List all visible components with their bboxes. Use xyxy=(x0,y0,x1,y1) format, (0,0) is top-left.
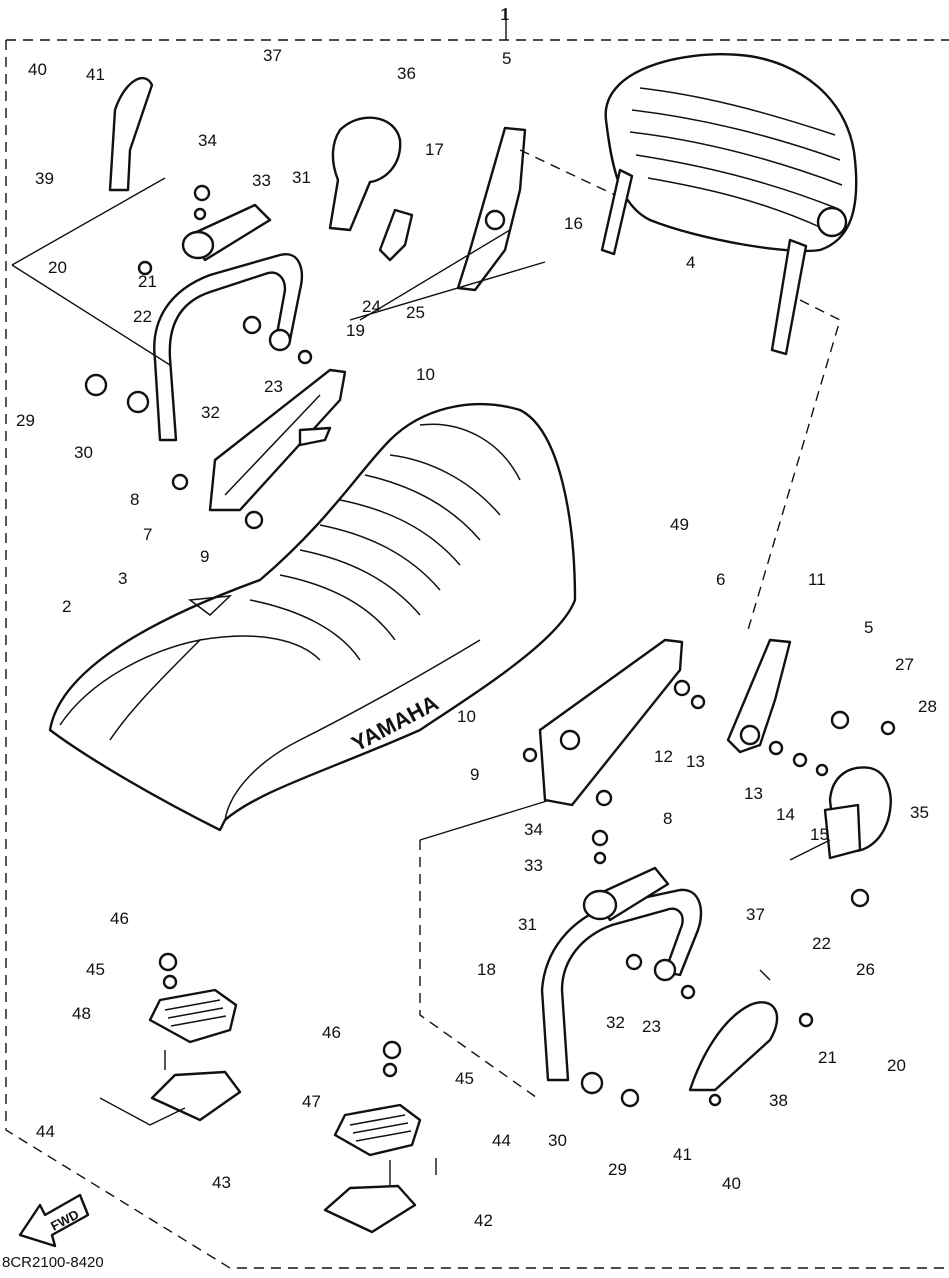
callout-46: 46 xyxy=(322,1023,341,1042)
seat: YAMAHA xyxy=(48,403,577,832)
callout-31: 31 xyxy=(292,168,311,187)
callout-41: 41 xyxy=(673,1145,692,1164)
lock-35 xyxy=(823,766,892,860)
callout-5: 5 xyxy=(864,618,873,637)
callout-37: 37 xyxy=(263,46,282,65)
callout-30: 30 xyxy=(74,443,93,462)
callout-36: 36 xyxy=(397,64,416,83)
callout-29: 29 xyxy=(608,1160,627,1179)
stay-11 xyxy=(726,638,792,754)
callout-11: 11 xyxy=(808,570,826,589)
callout-31: 31 xyxy=(518,915,537,934)
callout-14: 14 xyxy=(776,805,795,824)
callout-8: 8 xyxy=(130,490,139,509)
callout-33: 33 xyxy=(252,171,271,190)
drawing-code: 8CR2100-8420 xyxy=(2,1254,104,1271)
callout-44: 44 xyxy=(36,1122,55,1141)
callout-25: 25 xyxy=(406,303,425,322)
grab-bar-upper xyxy=(153,253,303,442)
callout-19: 19 xyxy=(346,321,365,340)
callout-17: 17 xyxy=(425,140,444,159)
callout-10: 10 xyxy=(416,365,435,384)
callout-29: 29 xyxy=(16,411,35,430)
bracket-lower xyxy=(538,638,684,807)
callout-20: 20 xyxy=(48,258,67,277)
callout-48: 48 xyxy=(72,1004,91,1023)
callout-5: 5 xyxy=(502,49,511,68)
callout-7: 7 xyxy=(143,525,152,544)
callout-35: 35 xyxy=(910,803,929,822)
callout-16: 16 xyxy=(564,214,583,233)
callout-47: 47 xyxy=(302,1092,321,1111)
callout-2: 2 xyxy=(62,597,71,616)
callout-37: 37 xyxy=(746,905,765,924)
callout-40: 40 xyxy=(28,60,47,79)
callout-8: 8 xyxy=(663,809,672,828)
callout-34: 34 xyxy=(198,131,217,150)
callout-32: 32 xyxy=(201,403,220,422)
backrest xyxy=(600,53,858,356)
fasteners xyxy=(84,184,896,1108)
knob-lower xyxy=(582,866,670,922)
callout-40: 40 xyxy=(722,1174,741,1193)
callout-21: 21 xyxy=(138,272,157,291)
callout-28: 28 xyxy=(918,697,937,716)
grip-lower xyxy=(688,1001,779,1092)
callout-26: 26 xyxy=(856,960,875,979)
callout-42: 42 xyxy=(474,1211,493,1230)
assembly-number: 1 xyxy=(500,5,509,24)
grip-upper xyxy=(108,76,154,192)
callout-38: 38 xyxy=(769,1091,788,1110)
callout-3: 3 xyxy=(118,569,127,588)
callout-22: 22 xyxy=(133,307,152,326)
bracket-24 xyxy=(378,208,414,262)
callout-34: 34 xyxy=(524,820,543,839)
callout-23: 23 xyxy=(264,377,283,396)
callout-46: 46 xyxy=(110,909,129,928)
callout-33: 33 xyxy=(524,856,543,875)
callout-10: 10 xyxy=(457,707,476,726)
callout-12: 12 xyxy=(654,747,673,766)
bracket-16 xyxy=(456,126,527,292)
mount-48 xyxy=(148,988,242,1122)
knob-upper xyxy=(181,203,272,262)
callout-49: 49 xyxy=(670,515,689,534)
fwd-arrow-icon: FWD xyxy=(18,1193,90,1248)
callout-13: 13 xyxy=(686,752,705,771)
callout-43: 43 xyxy=(212,1173,231,1192)
grab-bar-lower xyxy=(540,888,703,1082)
bracket-36 xyxy=(328,116,402,232)
callout-24: 24 xyxy=(362,297,381,316)
callout-32: 32 xyxy=(606,1013,625,1032)
callout-20: 20 xyxy=(887,1056,906,1075)
callout-45: 45 xyxy=(455,1069,474,1088)
callout-4: 4 xyxy=(686,253,695,272)
relation-lines xyxy=(11,149,841,1185)
callout-6: 6 xyxy=(716,570,725,589)
callout-27: 27 xyxy=(895,655,914,674)
assembly-boundary xyxy=(5,8,949,1269)
callout-39: 39 xyxy=(35,169,54,188)
callout-9: 9 xyxy=(470,765,479,784)
bracket-upper xyxy=(208,368,347,512)
callout-44: 44 xyxy=(492,1131,511,1150)
callout-9: 9 xyxy=(200,547,209,566)
callout-15: 15 xyxy=(810,825,829,844)
callout-23: 23 xyxy=(642,1017,661,1036)
callout-18: 18 xyxy=(477,960,496,979)
callout-30: 30 xyxy=(548,1131,567,1150)
callout-22: 22 xyxy=(812,934,831,953)
mount-47 xyxy=(323,1103,422,1234)
callout-41: 41 xyxy=(86,65,105,84)
callout-21: 21 xyxy=(818,1048,837,1067)
callout-13: 13 xyxy=(744,784,763,803)
callout-45: 45 xyxy=(86,960,105,979)
